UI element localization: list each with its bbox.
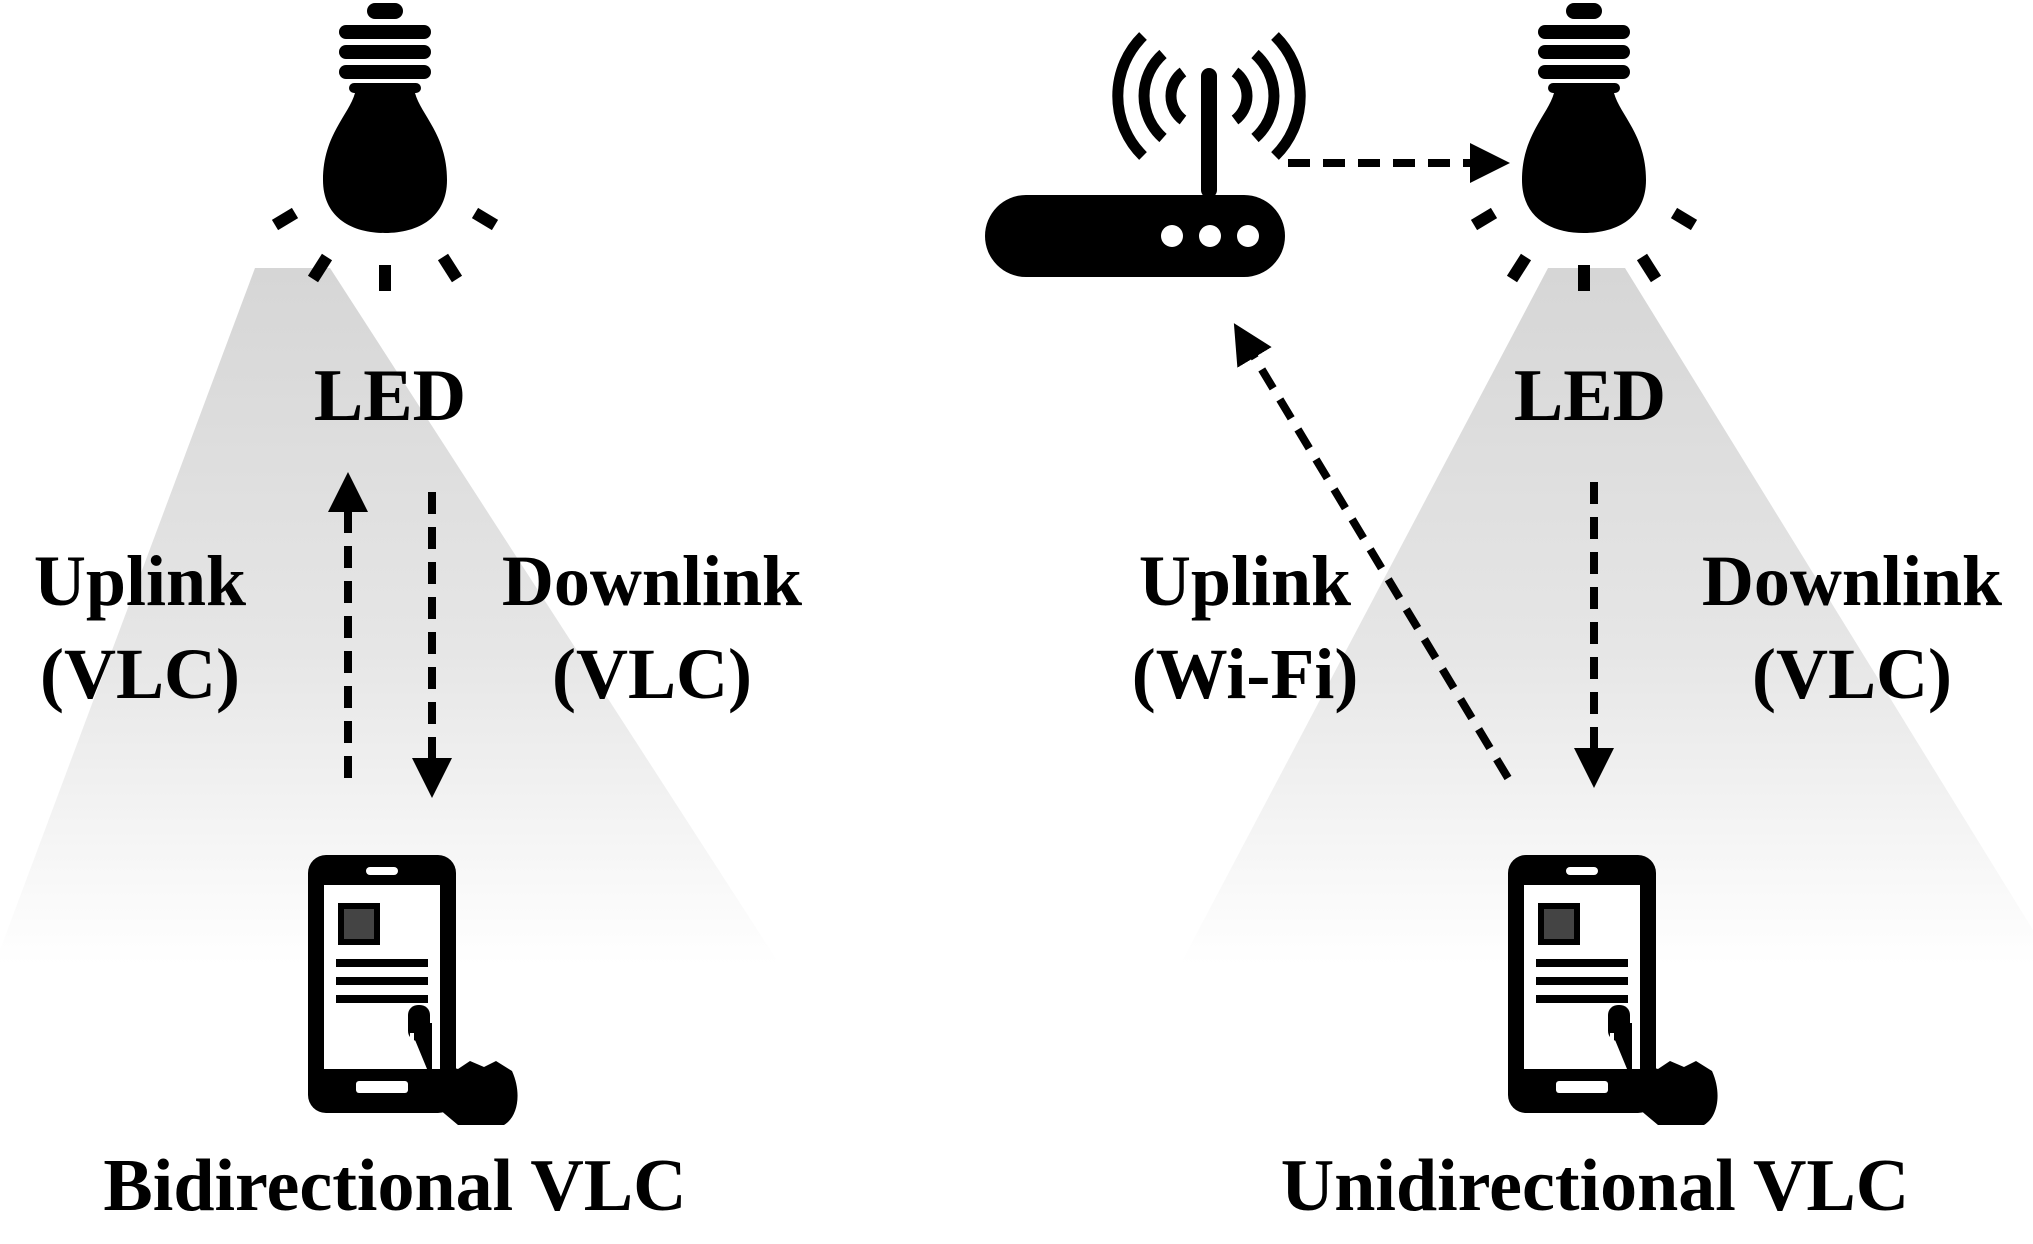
lightbulb-icon [1474,3,1694,291]
right-downlink-label: Downlink [1702,541,2002,621]
left-uplink-medium: (VLC) [40,634,240,714]
left-downlink-medium: (VLC) [552,634,752,714]
left-caption: Bidirectional VLC [103,1145,686,1227]
left-led-label: LED [314,355,466,437]
right-panel: LED Uplink (Wi-Fi) Downlink (VLC) Unidir… [985,3,2033,1227]
right-uplink-medium: (Wi-Fi) [1132,634,1359,714]
right-light-cone [1180,268,2033,965]
right-caption: Unidirectional VLC [1281,1145,1909,1227]
right-uplink-arrow [1233,323,1512,781]
left-uplink-label: Uplink [34,541,246,621]
wifi-router-icon [985,32,1306,277]
right-uplink-label: Uplink [1139,541,1351,621]
right-downlink-medium: (VLC) [1752,634,1952,714]
left-panel: LED Uplink (VLC) Downlink (VLC) Bidirect… [0,3,802,1227]
lightbulb-icon [275,3,495,291]
left-light-cone [0,268,780,965]
left-downlink-label: Downlink [502,541,802,621]
right-led-label: LED [1514,355,1666,437]
